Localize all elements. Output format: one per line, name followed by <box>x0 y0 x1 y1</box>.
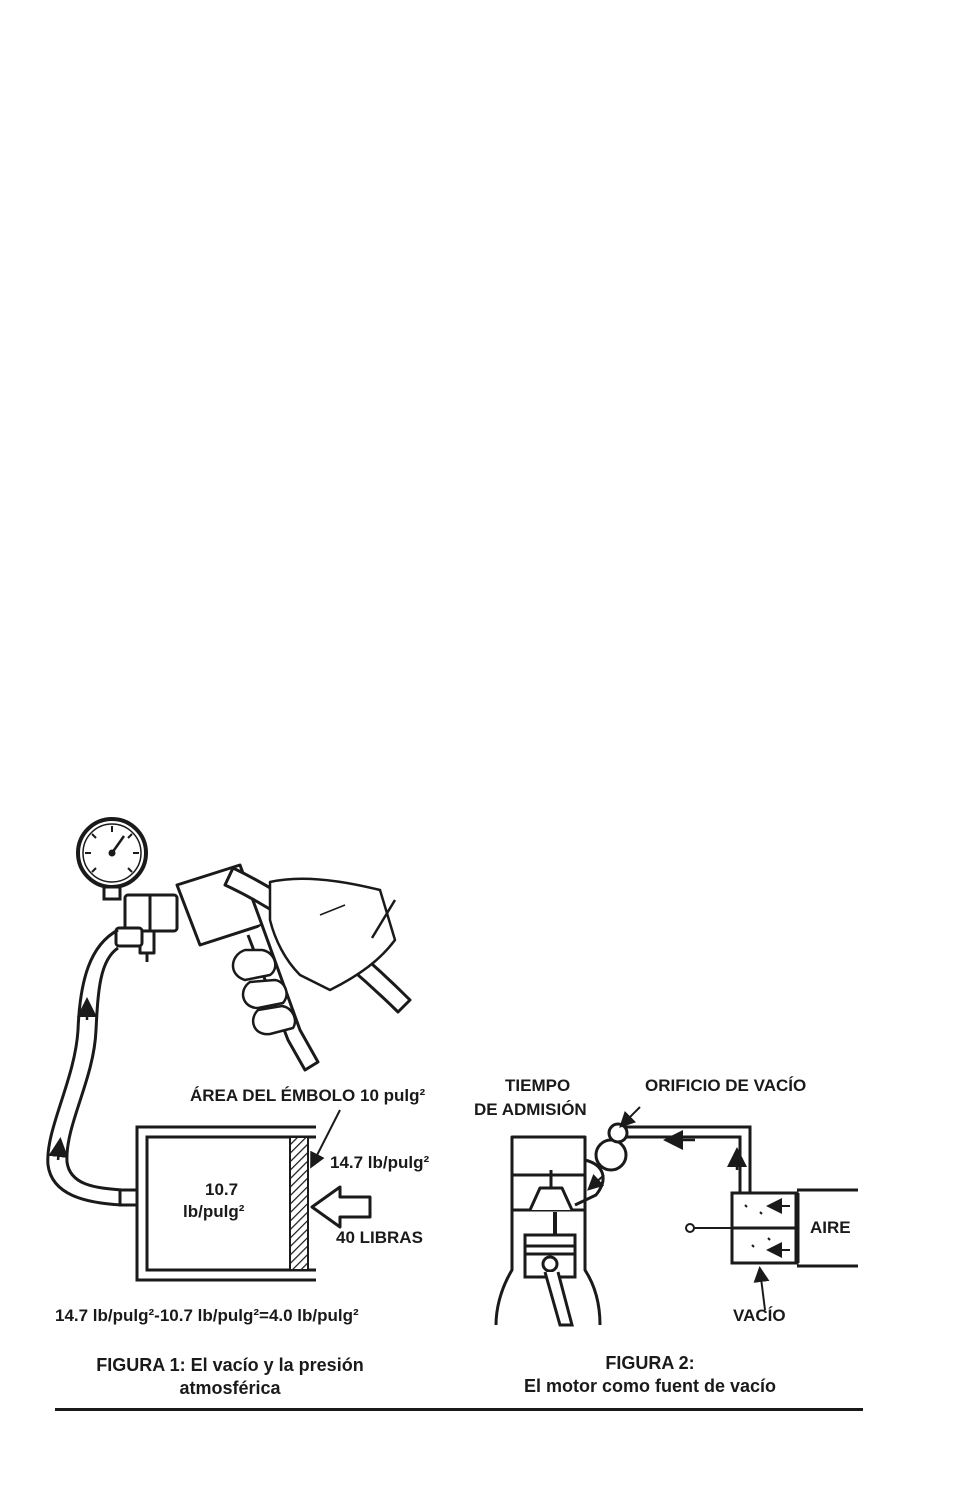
label-inside-value: 10.7 <box>205 1180 239 1199</box>
vacuum-line <box>587 1106 752 1200</box>
label-vacuum-port: ORIFICIO DE VACÍO <box>645 1076 807 1095</box>
label-force: 40 LIBRAS <box>336 1228 423 1247</box>
force-arrow <box>310 1185 372 1229</box>
label-air: AIRE <box>810 1218 851 1237</box>
bottom-rule <box>55 1408 863 1411</box>
caption-figure-1-line1: FIGURA 1: El vacío y la presión <box>96 1355 364 1375</box>
vacuum-gauge-icon <box>76 817 148 901</box>
caption-figure-1: FIGURA 1: El vacío y la presión atmosfér… <box>60 1354 400 1399</box>
vacuum-diaphragm-unit <box>685 1188 858 1311</box>
piston-hatched <box>289 1136 309 1271</box>
label-vacuum: VACÍO <box>733 1306 786 1325</box>
label-stroke-line1: TIEMPO <box>505 1076 571 1095</box>
caption-figure-2-line2: El motor como fuent de vacío <box>523 1375 777 1396</box>
caption-figure-2: FIGURA 2: El motor como fuent de vacío <box>490 1352 810 1397</box>
label-inside-unit: lb/pulg² <box>183 1202 245 1221</box>
label-stroke-line2: DE ADMISIÓN <box>474 1100 587 1119</box>
hand-icon <box>231 877 397 1036</box>
engine-cylinder-icon <box>494 1122 629 1326</box>
label-piston-area: ÁREA DEL ÉMBOLO 10 pulg² <box>190 1086 426 1105</box>
caption-figure-1-line2: atmosférica <box>179 1377 281 1398</box>
equation: 14.7 lb/pulg²-10.7 lb/pulg²=4.0 lb/pulg² <box>55 1306 359 1325</box>
vacuum-chamber <box>118 1125 316 1282</box>
vacuum-hose <box>46 928 123 1207</box>
caption-figure-2-line1: FIGURA 2: <box>605 1353 695 1373</box>
label-outside-pressure: 14.7 lb/pulg² <box>330 1153 430 1172</box>
pointer-piston-area <box>310 1109 341 1169</box>
piston-icon <box>523 1233 577 1327</box>
